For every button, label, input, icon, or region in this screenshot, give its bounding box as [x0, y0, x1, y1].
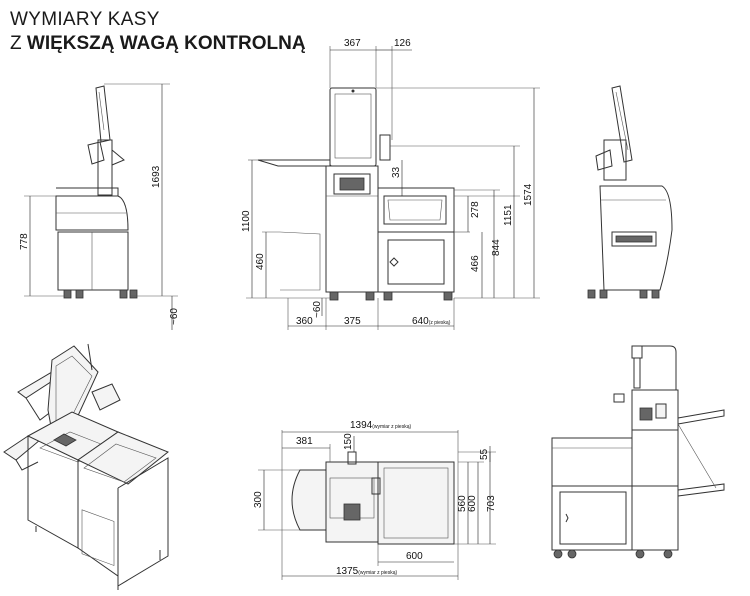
dim-466: 466: [470, 255, 481, 272]
dim-640-note: (z pieską): [429, 320, 451, 326]
dim-1375-note: (wymiar z pieską): [358, 570, 397, 576]
dim-460: 460: [255, 253, 266, 270]
side-view-left: [24, 83, 178, 330]
dim-150: 150: [343, 433, 354, 450]
dim-381: 381: [296, 436, 313, 447]
dim-60-front: ~60: [312, 301, 323, 318]
side-view-right: [587, 85, 673, 299]
dim-600-vertical: 600: [467, 495, 478, 512]
dim-1693: 1693: [151, 165, 162, 188]
dim-300: 300: [253, 491, 264, 508]
title-prefix: Z: [10, 33, 27, 54]
dim-278: 278: [470, 201, 481, 218]
dim-1375: 1375(wymiar z pieską): [336, 566, 397, 577]
dim-703: 703: [486, 495, 497, 512]
dim-778: 778: [19, 233, 30, 250]
dim-1394-note: (wymiar z pieską): [372, 424, 411, 430]
dim-1100: 1100: [241, 210, 252, 232]
dim-55: 55: [479, 448, 490, 460]
title-line-1: WYMIARY KASY: [10, 9, 160, 30]
dim-375: 375: [344, 316, 361, 327]
dim-367: 367: [344, 38, 361, 49]
page-title: WYMIARY KASY Z WIĘKSZĄ WAGĄ KONTROLNĄ: [10, 8, 306, 56]
dim-640: 640(z pieską): [412, 316, 451, 327]
dim-floor-60-left: ~60: [169, 308, 180, 325]
dim-360: 360: [296, 316, 313, 327]
dim-33: 33: [391, 166, 402, 178]
title-bold: WIĘKSZĄ WAGĄ KONTROLNĄ: [26, 33, 306, 54]
dim-1574: 1574: [523, 183, 534, 206]
top-view: [258, 430, 496, 580]
dim-844: 844: [491, 239, 502, 256]
dim-640-value: 640: [412, 316, 429, 327]
dim-1151: 1151: [503, 204, 514, 226]
dim-560: 560: [457, 495, 468, 512]
isometric-view: [3, 343, 169, 590]
rear-view: [551, 345, 725, 559]
dim-600-horizontal: 600: [406, 551, 423, 562]
dim-1394: 1394(wymiar z pieską): [350, 420, 411, 431]
title-line-2: Z WIĘKSZĄ WAGĄ KONTROLNĄ: [10, 32, 306, 56]
dim-1394-value: 1394: [350, 420, 373, 431]
dim-126: 126: [394, 38, 411, 49]
front-view: [246, 46, 540, 330]
dim-1375-value: 1375: [336, 566, 359, 577]
